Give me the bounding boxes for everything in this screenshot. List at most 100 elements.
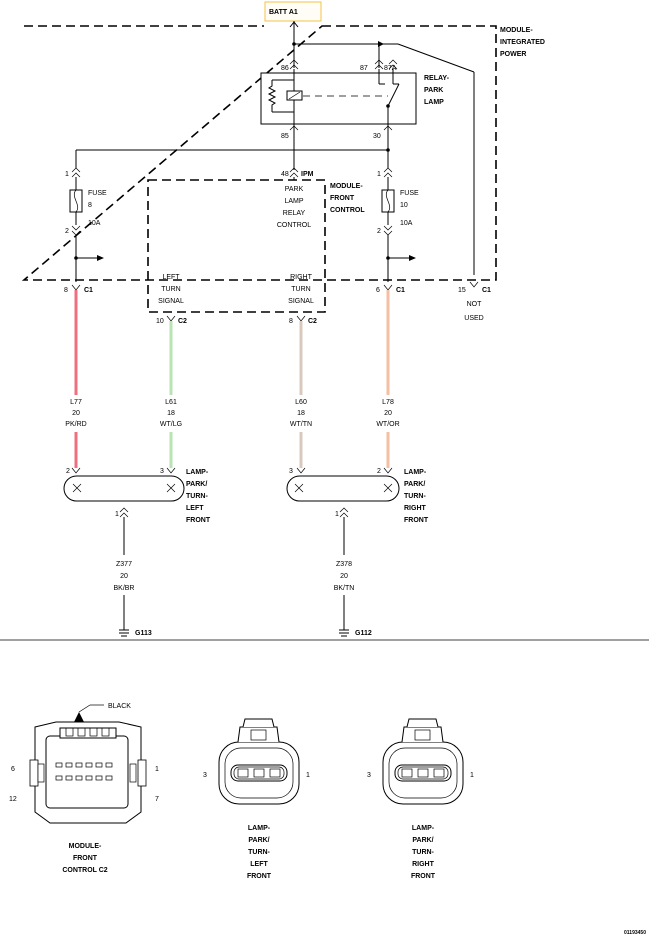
connector-view-module-front-control-c2	[29, 704, 147, 824]
module-integrated-power-boundary	[21, 25, 497, 281]
lamp-right-view-pin-l: 3	[367, 772, 371, 779]
l61-color: WT/LG	[160, 421, 182, 428]
module-power-label-1: MODULE-	[500, 27, 533, 34]
pin87a-label: 87A	[384, 65, 397, 72]
lamp-right-label-1: LAMP-	[404, 469, 427, 476]
batt-box	[264, 1, 322, 22]
c2-8-pin: 8	[289, 318, 293, 325]
relay-ctrl-3: RELAY	[283, 210, 306, 217]
batt-label: BATT A1	[269, 9, 298, 16]
fuse-10	[381, 167, 416, 282]
lamp-left-view-label-2: PARK/	[248, 837, 269, 844]
z377-circuit: Z377	[116, 561, 132, 568]
pin85-chevron	[289, 125, 299, 131]
lamp-left-view-pin-l: 3	[203, 772, 207, 779]
fuse8-num: 8	[88, 202, 92, 209]
front-control-label-3: CONTROL	[330, 207, 365, 214]
lamp-left-label-3: TURN-	[186, 493, 208, 500]
c2-10-pin: 10	[156, 318, 164, 325]
c1-6-chevron	[383, 284, 393, 291]
z377-color: BK/BR	[113, 585, 134, 592]
ground-g113-label: G113	[135, 630, 152, 637]
l78-color: WT/OR	[376, 421, 399, 428]
c2-view-pin-tl: 6	[11, 766, 15, 773]
l61-circuit: L61	[165, 399, 177, 406]
lamp-right-pin-b: 1	[335, 511, 339, 518]
pin87-label: 87	[360, 65, 368, 72]
lamp-left-view-label-3: TURN-	[248, 849, 270, 856]
front-control-label-1: MODULE-	[330, 183, 363, 190]
c1-8-pin: 8	[64, 287, 68, 294]
z378-gauge: 20	[340, 573, 348, 580]
c2-10-chevron	[166, 315, 176, 322]
ipm-label: IPM	[301, 171, 314, 178]
c2-8-conn: C2	[308, 318, 317, 325]
l77-circuit: L77	[70, 399, 82, 406]
lamp-right-view-label-2: PARK/	[412, 837, 433, 844]
lamp-right-pin-r: 2	[377, 468, 381, 475]
module-power-label-2: INTEGRATED	[500, 39, 545, 46]
fuse8-pin-top: 1	[65, 171, 69, 178]
batt-feed	[289, 21, 475, 275]
fuse10-num: 10	[400, 202, 408, 209]
c1-8-conn: C1	[84, 287, 93, 294]
lamp-left-pin-b: 1	[115, 511, 119, 518]
z378-circuit: Z378	[336, 561, 352, 568]
c2-view-pin-br: 7	[155, 796, 159, 803]
c1-15-pin: 15	[458, 287, 466, 294]
lamp-right-view-pin-r: 1	[470, 772, 474, 779]
c1-6-conn: C1	[396, 287, 405, 294]
lamp-right-view-label-3: TURN-	[412, 849, 434, 856]
c2-view-color: BLACK	[108, 703, 131, 710]
fuse8-pin-bot: 2	[65, 228, 69, 235]
ground-g112-label: G112	[355, 630, 372, 637]
lamp-right-front	[286, 467, 400, 555]
c2-10-conn: C2	[178, 318, 187, 325]
fuse8-label: FUSE	[88, 190, 107, 197]
ipm-chevron	[289, 167, 299, 178]
right-signal-2: TURN	[291, 286, 310, 293]
relay-label-3: LAMP	[424, 99, 444, 106]
connector-view-lamp-left	[218, 718, 300, 805]
pin86-chevron	[289, 59, 299, 70]
l77-gauge: 20	[72, 410, 80, 417]
lamp-right-label-2: PARK/	[404, 481, 425, 488]
not-used-2: USED	[464, 315, 483, 322]
lamp-left-label-1: LAMP-	[186, 469, 209, 476]
pin86-label: 86	[281, 65, 289, 72]
ipm-pin: 48	[281, 171, 289, 178]
module-power-label-3: POWER	[500, 51, 526, 58]
lamp-left-view-pin-r: 1	[306, 772, 310, 779]
lamp-left-label-2: PARK/	[186, 481, 207, 488]
pin85-label: 85	[281, 133, 289, 140]
c2-view-pin-bl: 12	[9, 796, 17, 803]
l60-gauge: 18	[297, 410, 305, 417]
l77-color: PK/RD	[65, 421, 86, 428]
fuse10-pin-top: 1	[377, 171, 381, 178]
fuse-8	[69, 167, 104, 282]
pin87a-chevron	[388, 59, 398, 70]
c1-8-chevron	[71, 284, 81, 291]
fuse10-amps: 10A	[400, 220, 413, 227]
c1-15-chevron	[469, 281, 479, 288]
z377-gauge: 20	[120, 573, 128, 580]
pin30-label: 30	[373, 133, 381, 140]
connector-view-lamp-right	[382, 718, 464, 805]
lamp-left-label-4: LEFT	[186, 505, 204, 512]
pin87-chevron	[374, 59, 384, 70]
pin30-chevron	[383, 125, 393, 131]
lamp-right-pin-l: 3	[289, 468, 293, 475]
fuse10-label: FUSE	[400, 190, 419, 197]
z378-color: BK/TN	[334, 585, 355, 592]
ground-g112-symbol	[339, 595, 349, 637]
lamp-left-view-label-1: LAMP-	[248, 825, 271, 832]
c1-6-pin: 6	[376, 287, 380, 294]
lamp-right-view-label-1: LAMP-	[412, 825, 435, 832]
relay-label-2: PARK	[424, 87, 443, 94]
lamp-left-label-5: FRONT	[186, 517, 211, 524]
l60-circuit: L60	[295, 399, 307, 406]
lamp-left-view-label-4: LEFT	[250, 861, 268, 868]
relay-ctrl-2: LAMP	[284, 198, 303, 205]
lamp-left-pin-l: 2	[66, 468, 70, 475]
left-signal-2: TURN	[161, 286, 180, 293]
